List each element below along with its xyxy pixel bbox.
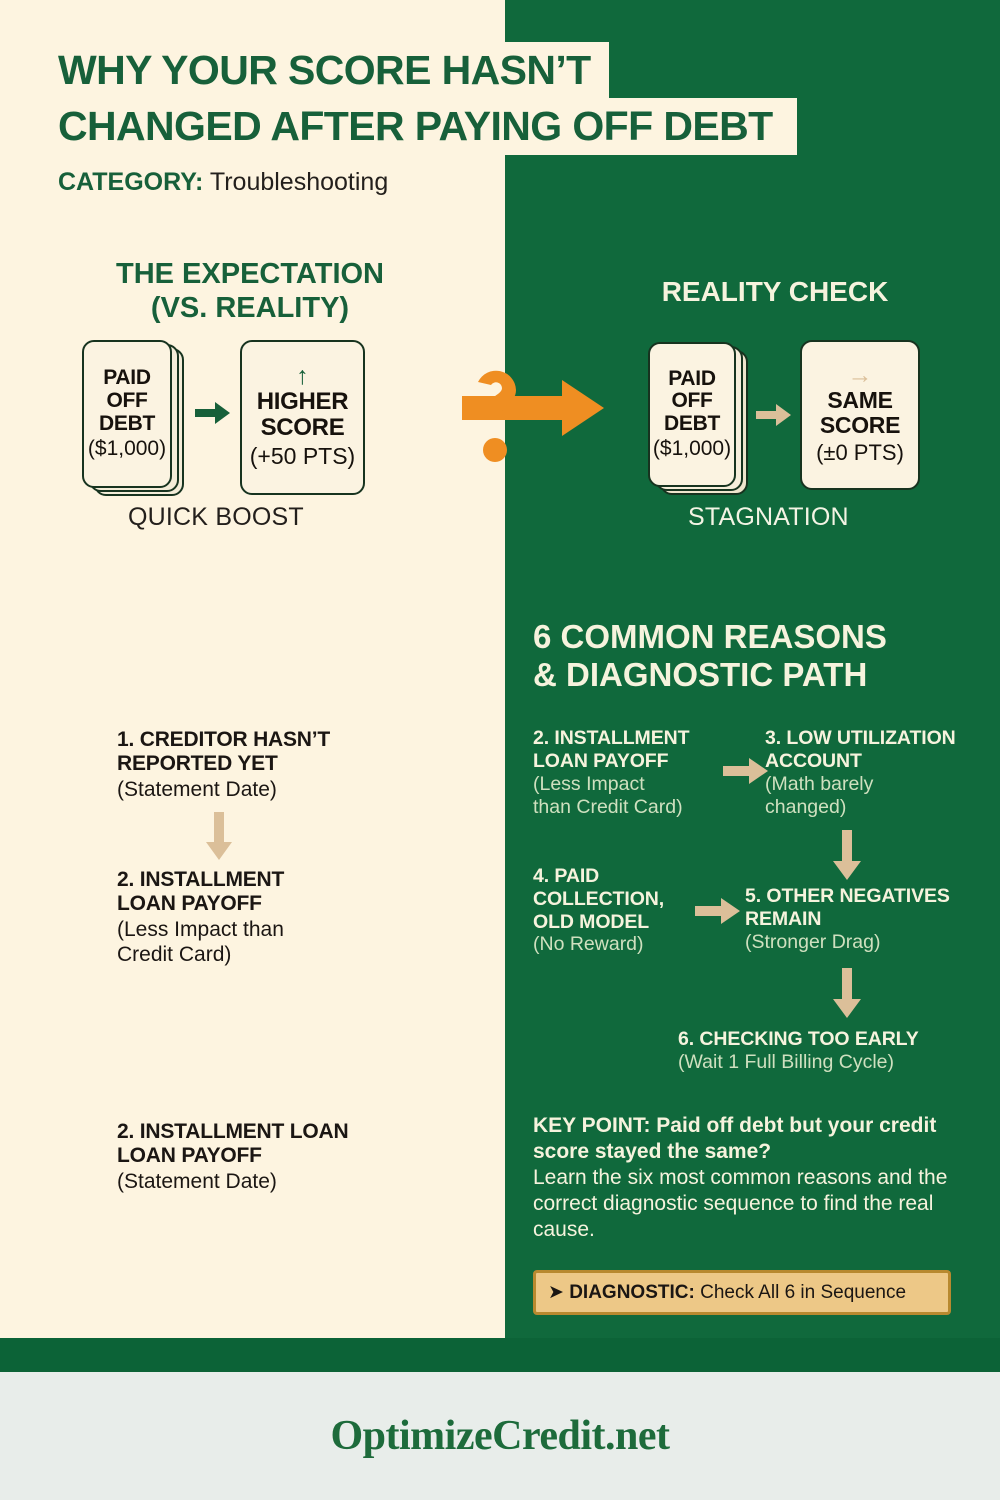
step-title-line-2: LOAN PAYOFF	[117, 1144, 262, 1168]
arrow-right-icon: →	[847, 361, 873, 390]
step-title-line-3: OLD MODEL	[533, 910, 650, 933]
reality-connector-arrow-icon	[756, 402, 792, 433]
long-arrow-right-icon	[462, 380, 604, 436]
arrow-up-icon: ↑	[296, 362, 309, 390]
key-point-body: Learn the six most common reasons and th…	[533, 1166, 948, 1242]
diagnostic-value: Check All 6 in Sequence	[694, 1282, 907, 1303]
step-title-line-2: REPORTED YET	[117, 752, 278, 776]
step-title-line-1: 2. INSTALLMENT	[117, 868, 285, 891]
step-sub-line-1: (Statement Date)	[117, 777, 277, 801]
reason-connector-2-to-3-arrow-icon	[723, 757, 769, 790]
reality-heading: REALITY CHECK	[661, 276, 889, 307]
arrow-right-icon: ➤	[548, 1282, 564, 1303]
reasons-heading-line-1: 6 COMMON REASONS	[533, 618, 887, 655]
card-line-1: PAID	[103, 366, 151, 390]
category-value: Troubleshooting	[209, 168, 389, 196]
card-line-1: SAME	[827, 387, 893, 414]
reality-paid-off-debt-card: PAID OFF DEBT ($1,000)	[648, 342, 736, 487]
step-title-line-2: ACCOUNT	[765, 749, 862, 772]
expectation-caption: QUICK BOOST	[128, 503, 304, 531]
card-line-1: HIGHER	[256, 388, 349, 416]
card-line-2: SCORE	[819, 412, 901, 439]
card-line-1: PAID	[668, 366, 716, 390]
step-sub-line-1: (Less Impact	[533, 772, 645, 795]
divider-question-arrow	[462, 360, 622, 475]
reason-step-4: 4. PAID COLLECTION, OLD MODEL (No Reward…	[533, 865, 708, 957]
card-line-2: OFF	[106, 388, 148, 412]
reason-step-6: 6. CHECKING TOO EARLY (Wait 1 Full Billi…	[678, 1028, 978, 1074]
reality-same-score-card: → SAME SCORE (±0 PTS)	[800, 340, 920, 490]
reason-connector-4-to-5-arrow-icon	[695, 897, 741, 930]
step-sub-line-2: Credit Card)	[117, 942, 232, 966]
reality-caption: STAGNATION	[688, 503, 849, 531]
expectation-paid-off-debt-card: PAID OFF DEBT ($1,000)	[82, 340, 172, 488]
step-title-line-1: 2. INSTALLMENT	[533, 727, 690, 749]
brand-name: OptimizeCredit.net	[330, 1413, 670, 1459]
step-sub-line-1: (Less Impact than	[117, 917, 284, 941]
card-line-2: SCORE	[260, 414, 345, 442]
step-sub-line-1: (Math barely	[765, 772, 874, 795]
step-title-line-1: 3. LOW UTILIZATION	[765, 727, 956, 749]
step-title-line-2: REMAIN	[745, 907, 822, 930]
step-sub-line-1: (No Reward)	[533, 933, 644, 956]
step-sub-line-1: (Wait 1 Full Billing Cycle)	[678, 1050, 894, 1073]
step-title-line-1: 2. INSTALLMENT LOAN	[117, 1120, 349, 1143]
expectation-higher-score-card: ↑ HIGHER SCORE (+50 PTS)	[240, 340, 365, 495]
diagnostic-label: DIAGNOSTIC:	[569, 1282, 695, 1303]
reason-connector-3-to-5-arrow-down-icon	[832, 830, 862, 887]
expectation-heading-line-1: THE EXPECTATION	[116, 258, 384, 290]
expectation-heading-line-2: (VS. REALITY)	[150, 291, 350, 324]
reasons-heading-line-2: & DIAGNOSTIC PATH	[533, 656, 868, 694]
card-sub: (±0 PTS)	[816, 439, 904, 465]
card-sub: ($1,000)	[652, 437, 732, 461]
card-sub: (+50 PTS)	[249, 442, 356, 469]
key-point-block: KEY POINT: Paid off debt but your credit…	[533, 1113, 965, 1243]
footer: OptimizeCredit.net	[0, 1372, 1000, 1500]
card-line-3: DEBT	[99, 411, 155, 435]
step-sub-line-1: (Stronger Drag)	[745, 930, 881, 953]
page-title: WHY YOUR SCORE HASN’T CHANGED AFTER PAYI…	[0, 42, 900, 155]
question-mark-icon	[478, 370, 516, 462]
left-step-2: 2. INSTALLMENT LOAN PAYOFF (Less Impact …	[117, 868, 447, 967]
card-line-2: OFF	[671, 389, 713, 413]
category-row: CATEGORY: Troubleshooting	[58, 168, 388, 197]
card-sub: ($1,000)	[87, 436, 167, 460]
title-line-2: CHANGED AFTER PAYING OFF DEBT	[0, 98, 797, 155]
card-line-3: DEBT	[664, 412, 720, 436]
step-sub-line-1: (Statement Date)	[117, 1169, 277, 1193]
left-cream-panel	[0, 0, 505, 1338]
left-step-3: 2. INSTALLMENT LOAN LOAN PAYOFF (Stateme…	[117, 1120, 467, 1194]
reason-step-3: 3. LOW UTILIZATION ACCOUNT (Math barely …	[765, 727, 985, 819]
key-point-label: KEY POINT:	[533, 1114, 651, 1137]
step-sub-line-2: than Credit Card)	[533, 796, 683, 819]
footer-divider-band	[0, 1338, 1000, 1372]
title-line-1: WHY YOUR SCORE HASN’T	[0, 42, 609, 99]
left-step-connector-arrow-down-icon	[205, 812, 233, 867]
left-step-1: 1. CREDITOR HASN’T REPORTED YET (Stateme…	[117, 728, 447, 802]
expectation-heading: THE EXPECTATION (VS. REALITY)	[75, 258, 425, 325]
reason-connector-5-to-6-arrow-down-icon	[832, 968, 862, 1025]
step-title-line-2: LOAN PAYOFF	[117, 892, 262, 916]
step-title-line-1: 5. OTHER NEGATIVES	[745, 885, 950, 907]
step-title-line-2: COLLECTION,	[533, 887, 665, 910]
diagnostic-badge[interactable]: ➤ DIAGNOSTIC: Check All 6 in Sequence	[533, 1270, 951, 1315]
step-sub-line-2: changed)	[765, 796, 847, 819]
reasons-heading: 6 COMMON REASONS & DIAGNOSTIC PATH	[533, 618, 973, 695]
step-title-line-1: 6. CHECKING TOO EARLY	[678, 1028, 919, 1050]
step-title-line-1: 4. PAID	[533, 865, 600, 887]
reason-step-2: 2. INSTALLMENT LOAN PAYOFF (Less Impact …	[533, 727, 733, 819]
step-title-line-2: LOAN PAYOFF	[533, 749, 669, 772]
step-title-line-1: 1. CREDITOR HASN’T	[117, 728, 331, 751]
expectation-connector-arrow-icon	[195, 400, 231, 431]
reason-step-5: 5. OTHER NEGATIVES REMAIN (Stronger Drag…	[745, 885, 985, 954]
right-green-panel	[505, 0, 1000, 1338]
category-label: CATEGORY:	[58, 168, 204, 196]
key-point-headline: Paid off debt but your credit score stay…	[533, 1114, 937, 1164]
